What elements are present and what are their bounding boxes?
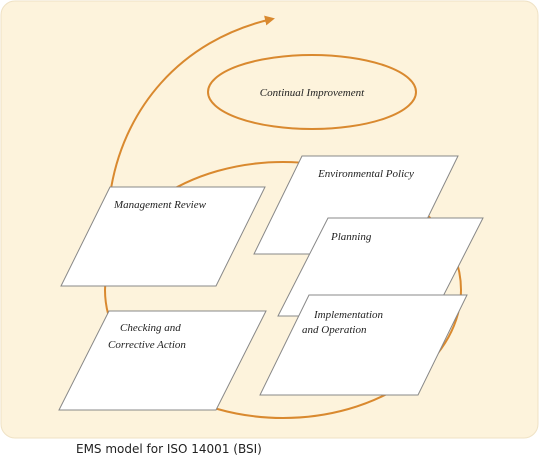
checking-label-line-1: Checking and (120, 322, 181, 334)
implementation-label-line-2: and Operation (302, 324, 367, 336)
implementation-label-line-1: Implementation (313, 309, 384, 321)
checking-box (58, 310, 267, 411)
checking-label-line-2: Corrective Action (108, 339, 186, 351)
improvement-arrow (109, 15, 275, 196)
continual-improvement-label: Continual Improvement (260, 87, 365, 99)
ems-cycle-diagram: Continual Improvement Environmental Poli… (0, 0, 539, 439)
continual-improvement-ellipse (207, 54, 417, 130)
implementation-box (259, 294, 468, 396)
management-review-label: Management Review (113, 199, 207, 211)
cycle-loop (104, 161, 462, 419)
figure-caption: EMS model for ISO 14001 (BSI) (76, 442, 262, 456)
environmental-policy-label: Environmental Policy (317, 168, 414, 180)
management-review-box (60, 186, 266, 287)
planning-label: Planning (330, 231, 372, 243)
